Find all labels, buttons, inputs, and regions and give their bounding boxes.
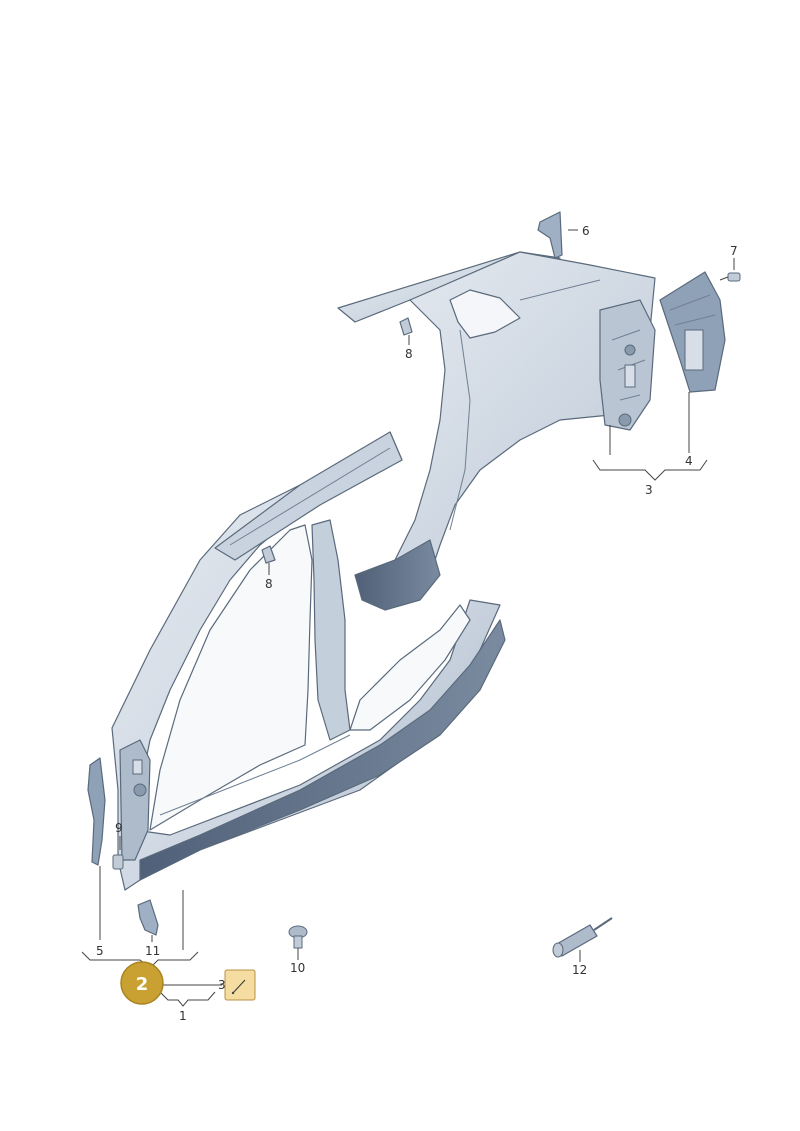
highlight-badge[interactable]: 2: [120, 961, 164, 1005]
screw-part-10: [288, 925, 308, 949]
callout-3-lower: 3: [218, 978, 226, 992]
reinforcement-part-5: [87, 757, 106, 866]
callout-3-rear: 3: [645, 483, 653, 497]
callout-10: 10: [290, 961, 305, 975]
callout-8-upper: 8: [405, 347, 413, 361]
callout-1: 1: [179, 1009, 187, 1023]
clip-part-9: [112, 854, 124, 870]
callout-7: 7: [730, 244, 738, 258]
side-body-panel: [111, 431, 506, 891]
bolt-part-7: [719, 272, 741, 282]
pencil-note-icon: [231, 979, 246, 995]
badge-number: 2: [136, 974, 149, 995]
note-box[interactable]: [224, 969, 256, 1001]
callout-6: 6: [582, 224, 590, 238]
callout-4: 4: [685, 454, 693, 468]
callout-11: 11: [145, 944, 160, 958]
clip-part-8-upper: [399, 317, 413, 336]
rear-quarter-panel: [337, 251, 656, 611]
clip-part-8-lower: [261, 545, 276, 564]
bracket-part-6: [537, 211, 563, 259]
callout-9: 9: [115, 821, 123, 835]
callout-8-lower: 8: [265, 577, 273, 591]
callout-5: 5: [96, 944, 104, 958]
sealant-part-12: [552, 917, 613, 958]
callout-labels: 6 7 8 4 3 8 9 5 11 10 12 3 1: [96, 224, 738, 1023]
inner-panel-part-4: [659, 271, 726, 393]
bracket-part-11: [137, 899, 159, 936]
callout-12: 12: [572, 963, 587, 977]
